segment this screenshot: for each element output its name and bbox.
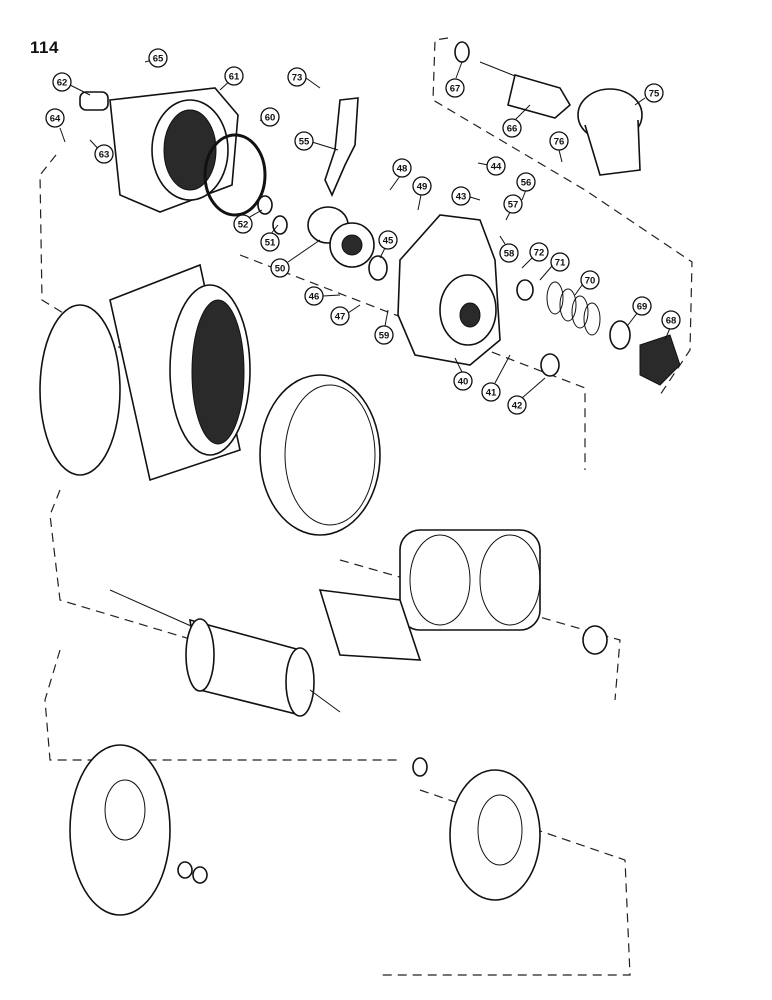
callout-label: 55	[299, 137, 310, 148]
boot	[639, 334, 681, 386]
spring	[546, 281, 601, 336]
callout-66: 66	[502, 104, 531, 138]
commutator-end-head	[69, 744, 171, 916]
callout-label: 70	[585, 276, 596, 287]
callout-label: 75	[649, 89, 660, 100]
callout-label: 58	[504, 249, 515, 260]
pole-shoe	[318, 589, 422, 661]
callout-60: 60	[259, 107, 280, 127]
callout-label: 41	[486, 388, 497, 399]
callout-label: 43	[456, 192, 467, 203]
callout-47: 47	[330, 304, 361, 326]
callout-76: 76	[549, 131, 569, 163]
callout-68: 68	[661, 310, 681, 341]
callout-label: 60	[265, 113, 276, 124]
callout-label: 64	[50, 114, 61, 125]
drive-housing	[79, 87, 239, 213]
callout-label: 49	[417, 182, 428, 193]
shift-lever	[324, 97, 359, 197]
callout-69: 69	[627, 296, 652, 326]
callout-49: 49	[412, 176, 432, 211]
drive-pinion	[307, 206, 375, 268]
callout-label: 44	[491, 162, 502, 173]
callout-label: 65	[153, 54, 164, 65]
callout-label: 61	[229, 72, 240, 83]
callout-label: 67	[450, 84, 461, 95]
callout-51: 51	[260, 224, 280, 252]
callout-59: 59	[374, 309, 394, 345]
callout-label: 72	[534, 248, 545, 259]
frame	[39, 263, 251, 482]
field-coils	[399, 529, 541, 631]
callout-label: 51	[265, 238, 276, 249]
callout-label: 69	[637, 302, 648, 313]
callout-48: 48	[389, 158, 412, 191]
callout-73: 73	[287, 67, 321, 89]
armature	[109, 589, 341, 717]
callout-72: 72	[521, 242, 549, 269]
callout-label: 76	[554, 137, 565, 148]
callout-label: 66	[507, 124, 518, 135]
callout-label: 40	[458, 377, 469, 388]
nose-housing	[397, 214, 501, 366]
plunger	[479, 61, 572, 119]
callout-70: 70	[574, 270, 600, 296]
callout-64: 64	[45, 108, 66, 143]
callout-label: 45	[383, 236, 394, 247]
callout-label: 63	[99, 150, 110, 161]
callout-75: 75	[634, 83, 664, 106]
callout-label: 52	[238, 220, 249, 231]
callout-label: 59	[379, 331, 390, 342]
callout-label: 57	[508, 200, 519, 211]
callout-label: 47	[335, 312, 346, 323]
insulator-band	[259, 374, 381, 536]
callout-label: 62	[57, 78, 68, 89]
callout-label: 42	[512, 401, 523, 412]
callout-label: 73	[292, 73, 303, 84]
callout-57: 57	[503, 194, 523, 221]
callout-46: 46	[304, 286, 341, 306]
callout-43: 43	[451, 186, 481, 206]
callout-71: 71	[539, 252, 570, 281]
callout-41: 41	[481, 354, 511, 402]
callout-label: 48	[397, 164, 408, 175]
callout-label: 46	[309, 292, 320, 303]
washers	[177, 41, 631, 884]
callout-63: 63	[89, 139, 114, 164]
solenoid	[577, 88, 643, 176]
callout-40: 40	[453, 357, 473, 391]
callout-61: 61	[219, 66, 244, 91]
callout-52: 52	[233, 209, 263, 234]
brush-holder-plate	[449, 769, 541, 901]
callout-label: 68	[666, 316, 677, 327]
o-ring	[203, 133, 267, 217]
callout-56: 56	[516, 172, 536, 201]
callout-label: 50	[275, 264, 286, 275]
callout-67: 67	[445, 61, 465, 98]
callout-65: 65	[144, 48, 168, 68]
callout-42: 42	[507, 377, 546, 415]
callout-50: 50	[270, 239, 321, 278]
callout-62: 62	[52, 72, 91, 96]
callout-58: 58	[499, 235, 519, 263]
callout-label: 56	[521, 178, 532, 189]
callout-55: 55	[294, 131, 339, 151]
callout-label: 71	[555, 258, 566, 269]
callout-44: 44	[477, 156, 506, 176]
callout-45: 45	[378, 230, 398, 259]
page-number: 114	[30, 38, 59, 57]
